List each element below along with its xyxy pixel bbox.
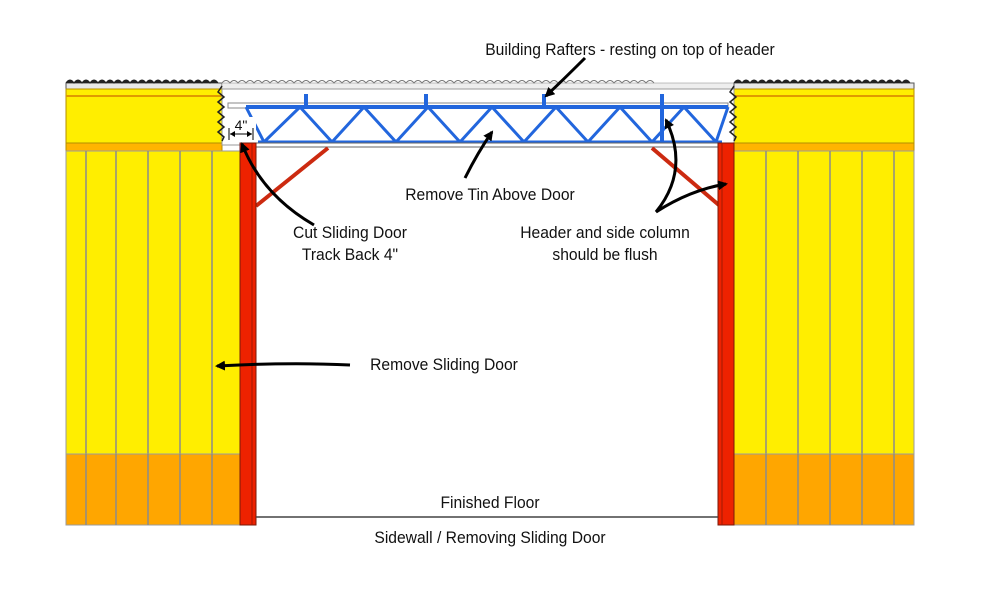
right-wall-panel	[733, 150, 915, 455]
label-header-flush-2: should be flush	[552, 245, 658, 264]
label-cut-track-2: Track Back 4"	[301, 245, 399, 264]
right-wainscot	[733, 453, 915, 526]
left-wall-header-band	[65, 88, 223, 144]
arrow-rafters	[544, 56, 587, 98]
roof-edge-left	[65, 79, 223, 90]
dimension-4in	[226, 117, 256, 141]
right-wall-header-band	[733, 88, 915, 144]
arrow-remove-door	[215, 360, 351, 371]
right-column	[717, 142, 735, 526]
left-wall	[65, 88, 241, 526]
label-finished-floor: Finished Floor	[440, 493, 540, 512]
diagram-title: Sidewall / Removing Sliding Door	[374, 528, 606, 547]
label-cut-track-1: Cut Sliding Door	[293, 223, 407, 242]
label-rafters: Building Rafters - resting on top of hea…	[485, 40, 775, 59]
left-wall-panel	[65, 150, 241, 455]
label-remove-tin: Remove Tin Above Door	[405, 185, 575, 204]
label-header-flush-1: Header and side column	[520, 223, 690, 242]
label-remove-door: Remove Sliding Door	[370, 355, 518, 374]
right-wall	[733, 88, 915, 526]
right-knee-brace	[650, 146, 722, 208]
roof-edge-top	[221, 80, 735, 90]
arrow-remove-tin	[463, 130, 494, 179]
left-column	[239, 142, 257, 526]
callout-arrows	[215, 56, 728, 371]
roof-edge-right	[733, 79, 915, 90]
arrow-cut-track	[240, 142, 315, 227]
arrow-header-flush-2	[655, 180, 728, 214]
left-wainscot	[65, 453, 241, 526]
dimension-label: 4"	[234, 117, 248, 133]
left-knee-brace	[254, 146, 330, 208]
door-header-beam	[239, 142, 735, 148]
header-truss	[244, 94, 730, 144]
arrow-header-flush-1	[654, 118, 678, 213]
